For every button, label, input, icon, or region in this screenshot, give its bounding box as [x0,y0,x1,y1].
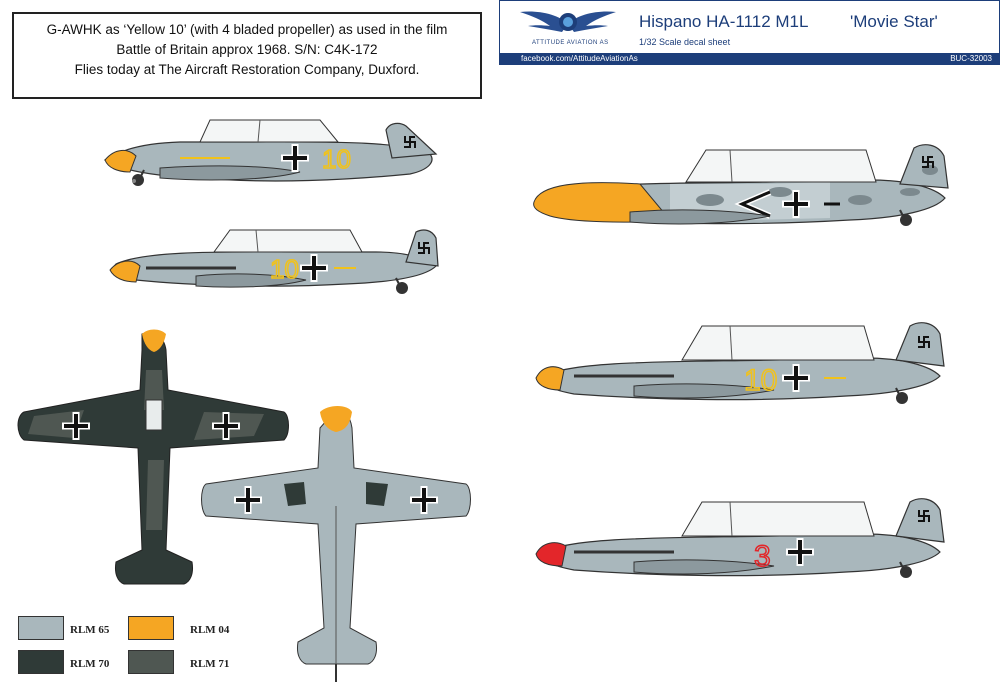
profile-yellow-10-lower: 10 [109,229,439,294]
product-code: BUC-32003 [950,54,992,63]
label-rlm04: RLM 04 [190,624,230,636]
marking-yellow-10: 10 [322,144,351,174]
profile-yellow-10-right: 10 [535,322,945,404]
label-rlm65: RLM 65 [70,624,110,636]
planform-lower-surface [201,406,471,682]
profile-red-3: 3 [535,498,945,578]
profile-yellow-10-upper: 10 [103,119,438,186]
swatch-rlm71 [128,650,174,674]
swatch-rlm04 [128,616,174,640]
facebook-link[interactable]: facebook.com/AttitudeAviationAs [521,54,638,63]
winged-emblem-icon [520,11,616,32]
brand-name: ATTITUDE AVIATION AS [532,40,609,46]
header-footer-bar: facebook.com/AttitudeAviationAs BUC-3200… [499,53,1000,65]
product-subtitle: 'Movie Star' [850,12,938,31]
description-line-1: G-AWHK as ‘Yellow 10’ (with 4 bladed pro… [46,22,448,37]
description-line-3: Flies today at The Aircraft Restoration … [74,62,420,77]
marking-yellow-10-3: 10 [744,364,777,397]
label-rlm71: RLM 71 [190,658,230,670]
marking-yellow-10-2: 10 [270,254,299,284]
scale-label: 1/32 Scale decal sheet [639,37,731,47]
label-rlm70: RLM 70 [70,658,110,670]
planform-upper-surface [17,329,289,585]
product-title: Hispano HA-1112 M1L [639,12,809,31]
swatch-rlm70 [18,650,64,674]
marking-red-3: 3 [754,540,771,573]
profile-yellow-nose-camo [533,144,949,226]
description-box: G-AWHK as ‘Yellow 10’ (with 4 bladed pro… [12,12,482,99]
description-line-2: Battle of Britain approx 1968. S/N: C4K-… [116,42,378,57]
swatch-rlm65 [18,616,64,640]
